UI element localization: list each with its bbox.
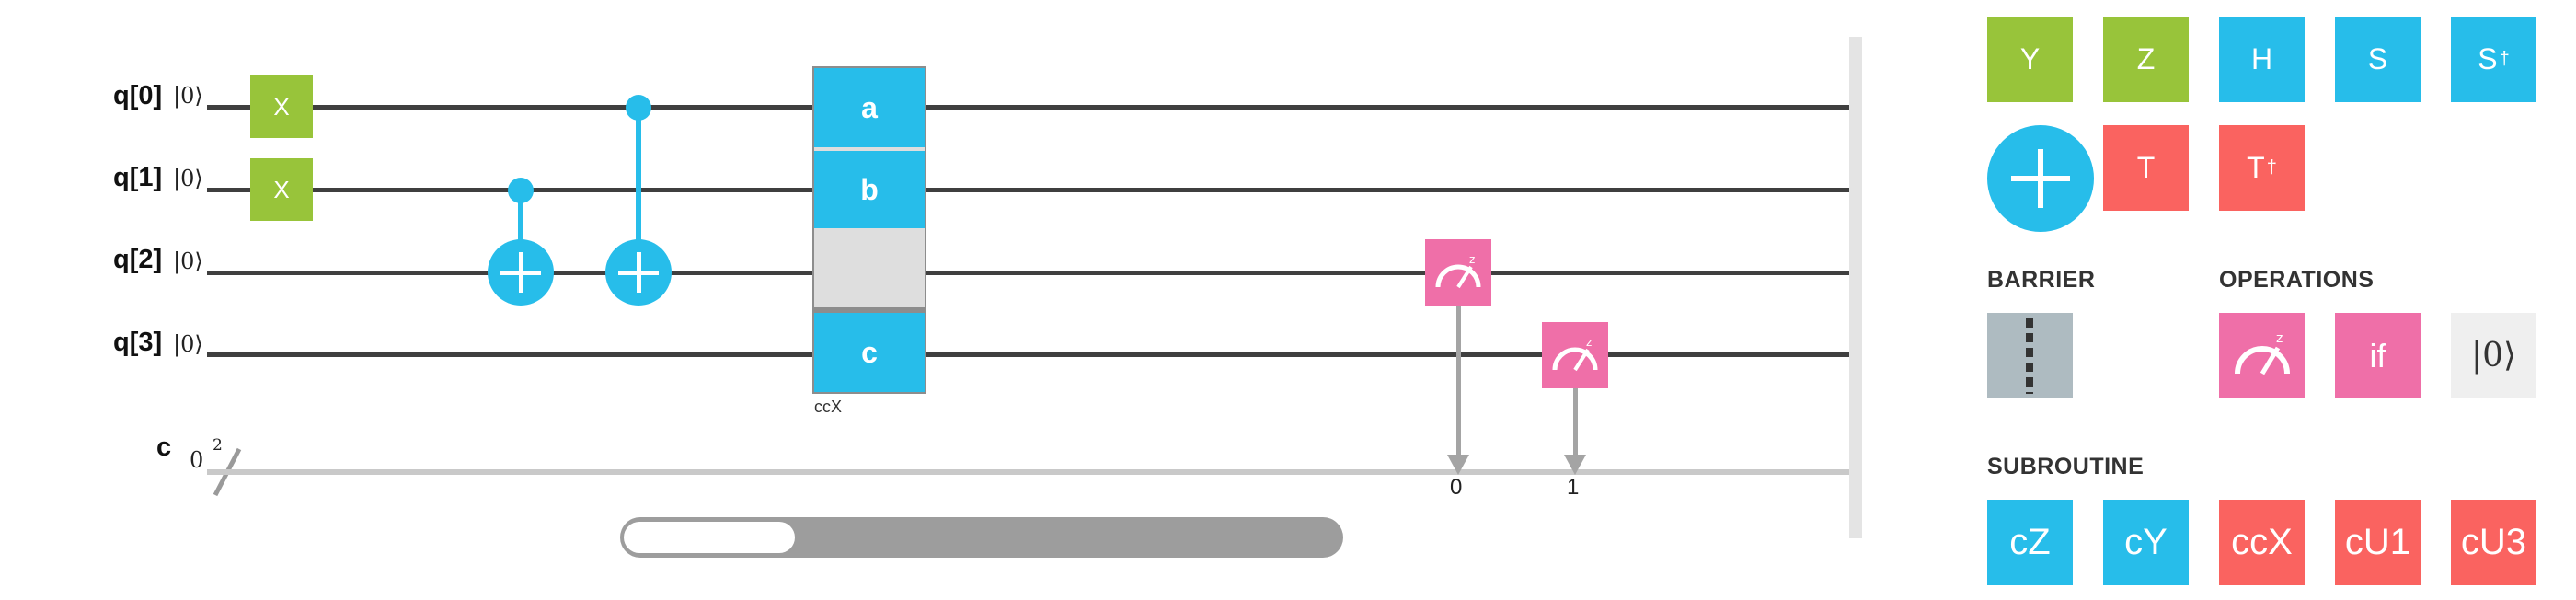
- palette-cy-subroutine[interactable]: cY: [2103, 500, 2189, 585]
- palette-cz-label: cZ: [2009, 522, 2051, 562]
- subroutine-cell-c: c: [814, 313, 925, 392]
- svg-text:z: z: [1469, 253, 1475, 266]
- classical-wire[interactable]: [207, 469, 1849, 475]
- palette-if[interactable]: if: [2335, 313, 2421, 398]
- qubit-init-3: |0⟩: [173, 331, 203, 357]
- meter-icon: z: [2235, 331, 2290, 375]
- qubit-init-1: |0⟩: [173, 166, 203, 191]
- qubit-wire-1[interactable]: [207, 188, 1849, 192]
- palette-cu3-label: cU3: [2460, 522, 2527, 562]
- svg-text:z: z: [2276, 331, 2283, 346]
- palette-h-label: H: [2250, 42, 2273, 75]
- subroutine-divider: [814, 147, 925, 151]
- palette-ccx-subroutine[interactable]: ccX: [2219, 500, 2305, 585]
- circuit-end-bar: [1849, 37, 1862, 538]
- palette-sdg-label: S: [2478, 42, 2498, 75]
- palette-tdg-gate[interactable]: T†: [2219, 125, 2305, 211]
- palette-y-gate[interactable]: Y: [1987, 17, 2073, 102]
- palette-z-gate[interactable]: Z: [2103, 17, 2189, 102]
- palette-cy-label: cY: [2124, 522, 2168, 562]
- measure-gate-q2[interactable]: z: [1425, 239, 1491, 306]
- dagger-mark: †: [2266, 157, 2277, 178]
- qubit-init-0: |0⟩: [173, 83, 203, 109]
- cnot-2-target-icon[interactable]: [605, 239, 672, 306]
- palette-z-label: Z: [2136, 42, 2156, 75]
- measure-1-arrow-icon: [1447, 455, 1469, 475]
- meter-icon: z: [1552, 336, 1598, 372]
- qubit-label-0: q[0]: [113, 81, 163, 110]
- meter-icon: z: [1435, 253, 1481, 289]
- measure-2-arrow-icon: [1564, 455, 1586, 475]
- palette-t-label: T: [2136, 151, 2156, 184]
- cnot-2-control[interactable]: [626, 95, 651, 121]
- palette-t-gate[interactable]: T: [2103, 125, 2189, 211]
- palette-reset[interactable]: |0⟩: [2451, 313, 2536, 398]
- palette-cu1-label: cU1: [2344, 522, 2411, 562]
- palette-cz-subroutine[interactable]: cZ: [1987, 500, 2073, 585]
- measure-bit-0: 0: [1450, 475, 1463, 500]
- classical-width: 2: [213, 436, 223, 455]
- dagger-mark: †: [2499, 49, 2510, 69]
- subroutine-gap: [814, 228, 925, 307]
- section-operations-heading: OPERATIONS: [2219, 267, 2375, 293]
- qubit-wire-0[interactable]: [207, 105, 1849, 110]
- qubit-init-2: |0⟩: [173, 248, 203, 274]
- cnot-2-connector: [636, 109, 641, 274]
- palette-s-gate[interactable]: S: [2335, 17, 2421, 102]
- svg-text:z: z: [1586, 336, 1592, 349]
- section-barrier-heading: BARRIER: [1987, 267, 2096, 293]
- x-gate-q1[interactable]: X: [250, 158, 313, 221]
- subroutine-caption: ccX: [814, 398, 843, 416]
- classical-register-label: c: [156, 433, 172, 462]
- cnot-1-control[interactable]: [508, 178, 534, 203]
- palette-reset-label: |0⟩: [2470, 337, 2517, 375]
- measure-2-line: [1573, 387, 1578, 464]
- qubit-label-3: q[3]: [113, 328, 163, 357]
- subroutine-cell-a: a: [814, 68, 925, 147]
- palette-cu3-subroutine[interactable]: cU3: [2451, 500, 2536, 585]
- palette-cu1-subroutine[interactable]: cU1: [2335, 500, 2421, 585]
- palette-barrier[interactable]: [1987, 313, 2073, 398]
- palette-h-gate[interactable]: H: [2219, 17, 2305, 102]
- classical-init: 0: [190, 447, 204, 473]
- palette-if-label: if: [2369, 336, 2386, 375]
- qubit-label-2: q[2]: [113, 245, 163, 274]
- measure-bit-1: 1: [1567, 475, 1580, 500]
- measure-gate-q3[interactable]: z: [1542, 322, 1608, 388]
- x-gate-q0[interactable]: X: [250, 75, 313, 138]
- palette-sdg-gate[interactable]: S†: [2451, 17, 2536, 102]
- cnot-1-target-icon[interactable]: [488, 239, 554, 306]
- qubit-label-1: q[1]: [113, 163, 163, 192]
- qubit-wire-3[interactable]: [207, 352, 1849, 357]
- subroutine-cell-b: b: [814, 151, 925, 228]
- measure-1-line: [1456, 306, 1461, 464]
- palette-cnot-icon[interactable]: [1987, 125, 2094, 232]
- palette-s-label: S: [2367, 42, 2388, 75]
- cnot-1-connector: [518, 191, 523, 274]
- palette-ccx-label: ccX: [2231, 522, 2293, 562]
- section-subroutine-heading: SUBROUTINE: [1987, 454, 2145, 479]
- palette-tdg-label: T: [2247, 151, 2265, 184]
- scrollbar-thumb[interactable]: [624, 522, 795, 553]
- palette-y-label: Y: [2019, 42, 2041, 75]
- palette-measure[interactable]: z: [2219, 313, 2305, 398]
- barrier-dashes-icon: [2026, 318, 2033, 394]
- qubit-wire-2[interactable]: [207, 271, 1849, 275]
